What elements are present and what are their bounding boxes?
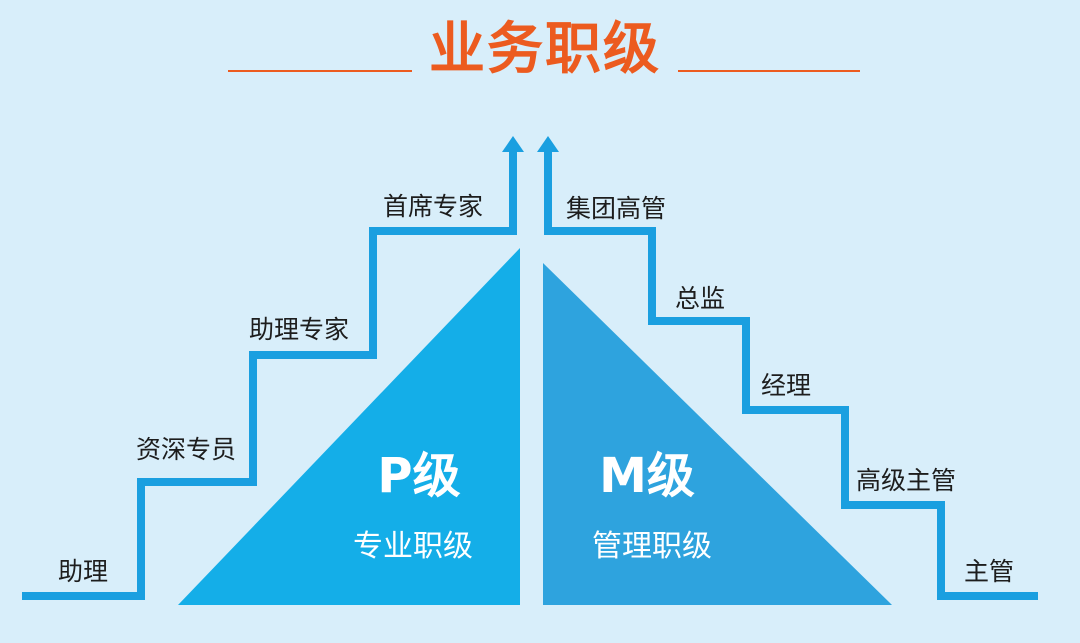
page-title: 业务职级 <box>429 17 661 82</box>
p-level-label-2: 资深专员 <box>136 435 237 464</box>
p-level-label-3: 助理专家 <box>249 315 350 344</box>
p-up-arrow <box>502 136 524 152</box>
m-level-label-3: 经理 <box>761 371 812 400</box>
m-level-code: M级 <box>599 448 695 504</box>
m-level-triangle <box>543 263 892 605</box>
m-level-stairs <box>544 148 1038 600</box>
p-level-triangle <box>178 248 520 605</box>
p-level-stairs <box>22 148 517 600</box>
m-level-label-4: 高级主管 <box>856 466 957 495</box>
title-right-rule <box>678 70 860 72</box>
m-level-label-2: 总监 <box>675 284 726 313</box>
p-level-code: P级 <box>377 448 461 504</box>
title-left-rule <box>228 70 412 72</box>
m-level-label-1: 集团高管 <box>566 194 667 223</box>
m-up-arrow <box>537 136 559 152</box>
p-level-name: 专业职级 <box>353 529 473 564</box>
p-level-label-1: 助理 <box>58 557 109 586</box>
m-level-label-5: 主管 <box>964 557 1015 586</box>
m-level-name: 管理职级 <box>592 529 712 564</box>
title-wrap: 业务职级 <box>0 18 1080 98</box>
p-level-label-4: 首席专家 <box>383 192 484 221</box>
